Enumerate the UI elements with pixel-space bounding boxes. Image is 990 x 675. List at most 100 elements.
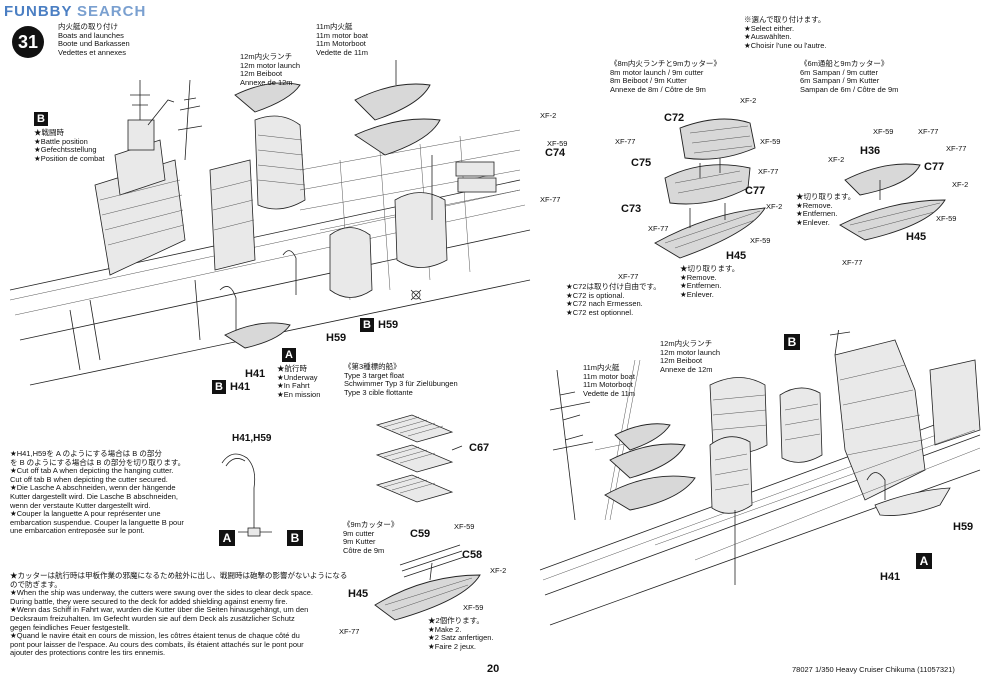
note-line: ★In Fahrt xyxy=(277,381,310,391)
paint-xf59: XF-59 xyxy=(547,139,568,148)
paint-xf2: XF-2 xyxy=(766,202,783,211)
part-h41-group-top: B H41 xyxy=(212,380,250,394)
note-line: ★Remove. xyxy=(796,200,833,210)
paint-xf77: XF-77 xyxy=(618,272,639,281)
note-line: ★H41,H59を A のようにする場合は B の部分 xyxy=(10,449,162,458)
step-title-line: Boote und Barkassen xyxy=(58,39,130,49)
paint-xf59: XF-59 xyxy=(936,214,957,223)
paint-xf2: XF-2 xyxy=(740,96,757,105)
part-h59: H59 xyxy=(953,521,974,533)
title-line: 《6m通船と9mカッター》 xyxy=(800,59,889,68)
footer-product: 78027 1/350 Heavy Cruiser Chikuma (11057… xyxy=(792,665,955,675)
note-line: ★カッターは航行時は甲板作業の邪魔になるため舷外に出し、戦闘時は砲撃の影響がない… xyxy=(10,571,348,580)
view-label-b: B xyxy=(784,334,800,350)
note-line: ★C72 est optionnel. xyxy=(566,307,634,317)
h41-h59-detail-note: ★H41,H59を A のようにする場合は B の部分 を B のようにする場合… xyxy=(10,449,185,536)
tab-label-a: A xyxy=(219,530,235,546)
note-line: ★Choisir l'une ou l'autre. xyxy=(744,40,827,50)
view-label-b: B xyxy=(360,318,374,332)
part-c75: C75 xyxy=(631,157,652,169)
note-line: ★切り取ります。 xyxy=(796,192,856,201)
title-line: 《8m内火ランチと9mカッター》 xyxy=(610,59,721,68)
title-line: 6m Sampan / 9m Kutter xyxy=(800,76,880,86)
label-line: 12m内火ランチ xyxy=(660,339,713,348)
label-line: 12m Beiboot xyxy=(660,356,703,366)
part-h45: H45 xyxy=(726,250,747,262)
step-title-line: 内火艇の取り付け xyxy=(58,22,118,31)
view-label-a: A xyxy=(282,348,296,362)
watermark-brand-2: SEARCH xyxy=(76,3,147,20)
title-line: 《9mカッター》 xyxy=(343,520,399,529)
note-line: ★Quand le navire était en cours de missi… xyxy=(10,631,300,641)
part-c77: C77 xyxy=(745,185,766,197)
note-line: ★Make 2. xyxy=(428,624,462,634)
motorboat-11m-label-top: 11m内火艇 11m motor boat 11m Motorboot Vede… xyxy=(316,22,368,57)
detail-title-h41-h59: H41,H59 xyxy=(232,433,272,444)
note-line: ★C72 is optional. xyxy=(566,290,625,300)
part-h59: H59 xyxy=(378,319,399,331)
label-line: 12m motor launch xyxy=(240,60,301,70)
title-line: Sampan de 6m / Côtre de 9m xyxy=(800,84,899,94)
note-line: ★C72は取り付け自由です。 xyxy=(566,282,661,291)
label-line: 11m motor boat xyxy=(583,371,635,381)
part-c72: C72 xyxy=(664,112,685,124)
part-c67: C67 xyxy=(469,442,490,454)
paint-xf2: XF-2 xyxy=(540,111,557,120)
part-c58: C58 xyxy=(462,549,483,561)
target-float-title: 《第3種標的船》 Type 3 target float Schwimmer T… xyxy=(344,362,458,397)
title-line: 9m cutter xyxy=(343,528,375,538)
paint-xf77: XF-77 xyxy=(918,127,939,136)
note-line: ★Cut off tab A when depicting the hangin… xyxy=(10,466,174,476)
note-line: wenn der verstaute Kutter dargestellt wi… xyxy=(10,500,151,510)
motorboat-11m-label-bottom: 11m内火艇 11m motor boat 11m Motorboot Vede… xyxy=(583,363,635,398)
step-title-block: 内火艇の取り付け Boats and launches Boote und Ba… xyxy=(58,22,130,57)
remove-note-2: ★切り取ります。 ★Remove. ★Entfernen. ★Enlever. xyxy=(796,192,856,227)
note-line: During battle, they were secured to the … xyxy=(10,596,288,606)
label-line: Annexe de 12m xyxy=(660,364,713,374)
paint-xf77: XF-77 xyxy=(946,144,967,153)
label-line: 11m内火艇 xyxy=(316,22,353,31)
paint-xf2: XF-2 xyxy=(490,566,507,575)
page-number: 20 xyxy=(487,663,500,675)
note-line: ★Couper la languette A pour représenter … xyxy=(10,509,161,519)
paint-xf59: XF-59 xyxy=(873,127,894,136)
title-line: Côtre de 9m xyxy=(343,545,385,555)
note-line: ★Battle position xyxy=(34,136,88,146)
paint-xf2: XF-2 xyxy=(952,180,969,189)
ship-drawing-bottom-right xyxy=(539,330,981,626)
title-line: 9m Kutter xyxy=(343,537,376,547)
note-line: ★Gefechtsstellung xyxy=(34,145,97,155)
cutter-9m-title: 《9mカッター》 9m cutter 9m Kutter Côtre de 9m xyxy=(343,520,399,555)
part-h41: H41 xyxy=(880,571,901,583)
note-line: ので防ぎます。 xyxy=(10,579,62,589)
paint-xf77: XF-77 xyxy=(842,258,863,267)
paint-xf2: XF-2 xyxy=(828,155,845,164)
title-line: Annexe de 8m / Côtre de 9m xyxy=(610,84,706,94)
label-line: 12m Beiboot xyxy=(240,69,283,79)
note-line: Kutter dargestellt wird. Die Lasche B ab… xyxy=(10,491,179,501)
paint-xf77: XF-77 xyxy=(758,167,779,176)
label-line: Annexe de 12m xyxy=(240,77,293,87)
title-line: Schwimmer Typ 3 für Zielübungen xyxy=(344,379,458,389)
step-number-badge: 31 xyxy=(12,26,44,58)
launch-8m-drawing xyxy=(654,118,766,259)
title-line: Type 3 target float xyxy=(344,370,405,380)
part-h59-group-top: B H59 xyxy=(360,318,398,332)
part-c74: C74 xyxy=(545,147,566,159)
title-line: 《第3種標的船》 xyxy=(344,362,401,371)
note-line: ★Remove. xyxy=(680,272,717,282)
note-line: ★2 Satz anfertigen. xyxy=(428,633,494,643)
view-label-b: B xyxy=(212,380,226,394)
select-either-note: ※選んで取り付けます。 ★Select either. ★Auswählten.… xyxy=(744,15,827,50)
note-line: pont pour laisser de l'espace. Au cours … xyxy=(10,639,304,649)
paint-xf77: XF-77 xyxy=(540,195,561,204)
note-line: ★Faire 2 jeux. xyxy=(428,641,476,651)
target-float-drawing xyxy=(375,414,463,503)
label-line: 11m Motorboot xyxy=(583,380,633,390)
note-line: gegen feindliches Feuer festgestellt. xyxy=(10,622,131,632)
label-line: 11m motor boat xyxy=(316,30,368,40)
launch-12m-label-top: 12m内火ランチ 12m motor launch 12m Beiboot An… xyxy=(240,52,301,87)
label-line: 12m内火ランチ xyxy=(240,52,293,61)
launch-8m-cutter-9m-title: 《8m内火ランチと9mカッター》 8m motor launch / 9m cu… xyxy=(610,59,721,94)
watermark-brand-1: FUNBBY xyxy=(4,3,73,20)
